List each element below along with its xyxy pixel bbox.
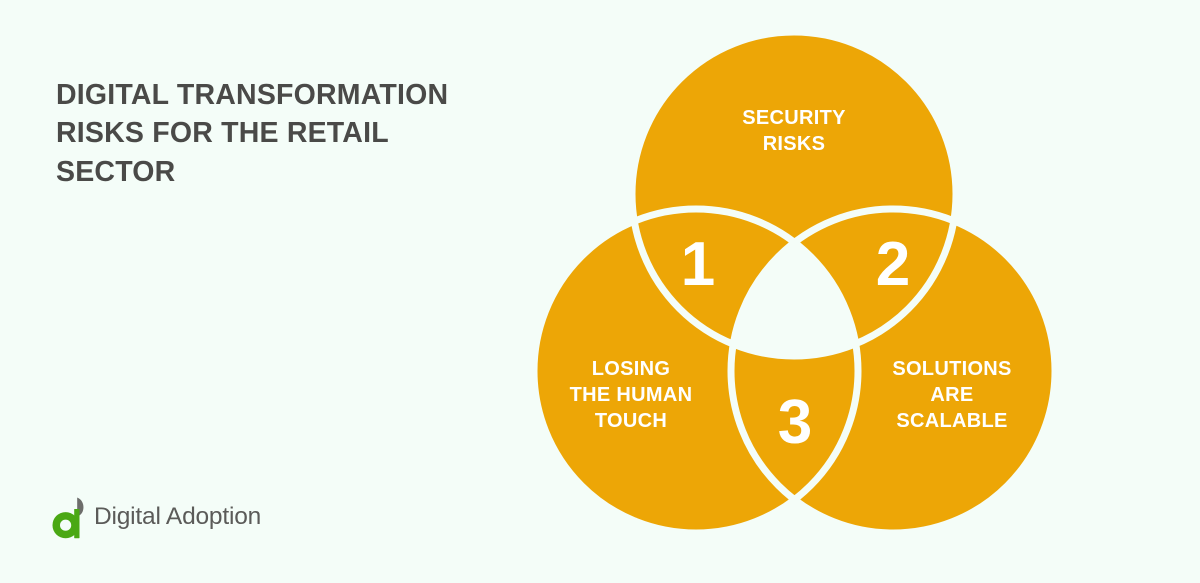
- intersection-number-3: 3: [778, 388, 812, 457]
- page-title: DIGITAL TRANSFORMATION RISKS FOR THE RET…: [56, 79, 449, 188]
- intersection-number-1: 1: [681, 230, 715, 299]
- intersection-number-2: 2: [876, 230, 910, 299]
- venn-outline-strokes: [530, 28, 1059, 537]
- label-solutions-are-scalable-line1: SOLUTIONS: [892, 358, 1011, 380]
- venn-diagram: SECURITY RISKS LOSING THE HUMAN TOUCH SO…: [530, 28, 1059, 537]
- label-solutions-are-scalable-line3: SCALABLE: [896, 410, 1007, 432]
- venn-circle-labels: SECURITY RISKS LOSING THE HUMAN TOUCH SO…: [570, 107, 1012, 432]
- label-security-risks-line1: SECURITY: [742, 107, 846, 129]
- label-solutions-are-scalable-line2: ARE: [930, 384, 973, 406]
- logo-wordmark: Digital Adoption: [94, 502, 262, 530]
- venn-intersection-numbers: 1 2 3: [681, 230, 910, 457]
- label-security-risks-line2: RISKS: [763, 133, 826, 155]
- digital-adoption-logo-icon: [52, 497, 84, 539]
- label-losing-the-human-touch-line2: THE HUMAN: [570, 384, 693, 406]
- label-losing-the-human-touch-line1: LOSING: [592, 358, 670, 380]
- label-losing-the-human-touch-line3: TOUCH: [595, 410, 667, 432]
- brand-logo[interactable]: Digital Adoption: [52, 497, 261, 539]
